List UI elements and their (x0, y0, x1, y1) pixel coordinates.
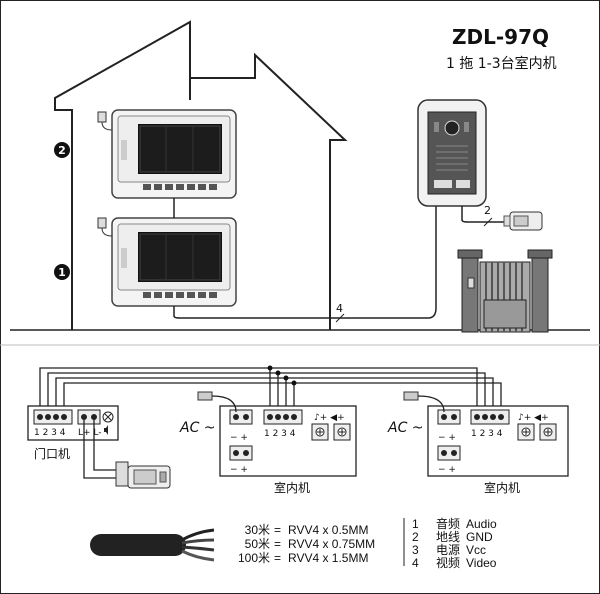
pin-en-2: Vcc (466, 543, 486, 557)
cable-illustration (90, 528, 215, 562)
pin-n-0: 1 (412, 517, 419, 531)
svg-text:=: = (274, 551, 281, 565)
unit1-volume-label: ♪+ ◀+ (314, 413, 345, 423)
model-subtitle: 1 拖 1-3台室内机 (446, 55, 557, 72)
indoor-unit-2 (427, 405, 569, 477)
lock-wire-b (93, 420, 116, 471)
pin-en-3: Video (466, 556, 497, 570)
ac-label-1: AC ~ (179, 420, 216, 436)
bus-junctions (267, 365, 297, 386)
indoor-monitor-bottom (111, 217, 237, 307)
unit1-power-label-b: − + (230, 465, 248, 475)
ac-label-2: AC ~ (387, 420, 424, 436)
floor-marker-2: 2 (54, 142, 70, 158)
indoor-unit-1 (219, 405, 357, 477)
pin-cn-1: 地线 (436, 530, 460, 544)
pin-cn-0: 音频 (436, 516, 460, 531)
unit2-power-label: − + (438, 433, 456, 443)
spec-cable-1: RVV4 x 0.75MM (288, 537, 375, 551)
indoor-unit-2-label: 室内机 (484, 480, 520, 495)
indoor-monitor-top (111, 109, 237, 199)
lock-wire-a (83, 420, 116, 479)
pin-cn-2: 电源 (436, 543, 460, 557)
cable-slash-door (483, 217, 493, 227)
cable-count-door: 2 (484, 204, 491, 217)
main-cable (173, 205, 437, 319)
electric-lock-top (503, 211, 543, 231)
lock-cable (461, 206, 510, 223)
svg-text:=: = (274, 537, 281, 551)
pin-en-0: Audio (466, 517, 497, 531)
power-adapter-top (97, 111, 113, 131)
house-outline (54, 20, 348, 330)
model-title: ZDL-97Q (452, 25, 549, 49)
ac-adapter-1 (197, 391, 237, 413)
outdoor-station (417, 99, 487, 207)
pin-cn-3: 视频 (436, 555, 460, 570)
spec-cable-2: RVV4 x 1.5MM (288, 551, 368, 565)
svg-text:1: 1 (58, 266, 66, 279)
pin-n-3: 4 (412, 556, 419, 570)
floor-marker-1: 1 (54, 264, 70, 280)
spec-length-1: 50米 (245, 537, 270, 551)
ac-adapter-2 (403, 391, 445, 413)
cable-slash-main (335, 313, 345, 323)
svg-text:2: 2 (58, 144, 66, 157)
spec-length-2: 100米 (238, 551, 270, 565)
pin-en-1: GND (466, 530, 493, 544)
cable-spec-table: 30米 = RVV4 x 0.5MM 50米 = RVV4 x 0.75MM 1… (238, 523, 375, 565)
door-lock-terminal-label: L+ L- (78, 428, 102, 438)
power-adapter-bottom (97, 217, 113, 237)
cable-count-main: 4 (336, 302, 343, 315)
svg-text:=: = (274, 523, 281, 537)
pin-legend: 1 音频 Audio 2 地线 GND 3 电源 Vcc 4 视频 Video (412, 516, 497, 570)
unit1-terminal-label: 1 2 3 4 (264, 429, 296, 439)
unit2-terminal-label: 1 2 3 4 (471, 429, 503, 439)
unit2-power-label-b: − + (438, 465, 456, 475)
unit2-volume-label: ♪+ ◀+ (518, 413, 549, 423)
door-unit-label: 门口机 (34, 446, 70, 461)
gate (457, 249, 553, 333)
door-terminal-label: 1 2 3 4 (34, 428, 66, 438)
electric-lock (115, 461, 171, 489)
indoor-unit-1-label: 室内机 (274, 480, 310, 495)
door-unit-block (27, 405, 119, 441)
pin-n-1: 2 (412, 530, 419, 544)
pin-n-2: 3 (412, 543, 419, 557)
unit1-power-label: − + (230, 433, 248, 443)
spec-cable-0: RVV4 x 0.5MM (288, 523, 368, 537)
spec-length-0: 30米 (245, 523, 270, 537)
